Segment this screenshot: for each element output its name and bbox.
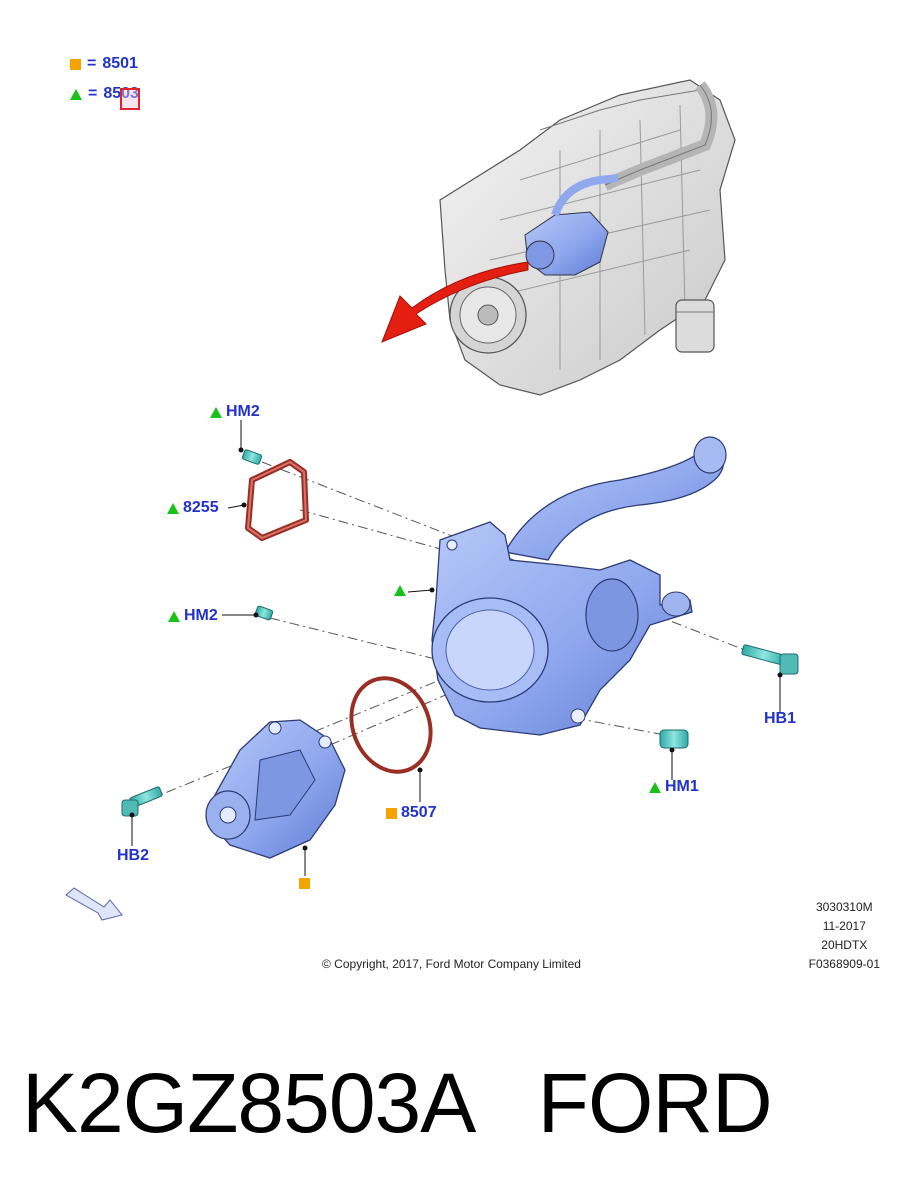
callout-8255: 8255 <box>167 499 219 517</box>
triangle-icon <box>394 585 406 596</box>
brand-name: FORD <box>537 1056 773 1150</box>
highlight-box <box>120 88 140 110</box>
meta-line: 20HDTX <box>821 938 868 952</box>
view-direction-arrow <box>65 887 123 921</box>
meta-line: 3030310M <box>815 900 873 914</box>
callout-label: HM2 <box>184 607 218 624</box>
gasket-8255 <box>245 459 309 541</box>
legend-code: 8501 <box>102 55 138 72</box>
legend-equals: = <box>87 55 97 72</box>
callout-pump <box>299 878 314 889</box>
oring-8507 <box>349 676 433 774</box>
triangle-icon <box>210 406 222 418</box>
square-icon <box>70 58 81 70</box>
callout-label: HM2 <box>226 403 260 420</box>
callout-housing <box>394 585 410 596</box>
triangle-icon <box>168 610 180 622</box>
callout-label: HB2 <box>117 847 150 864</box>
square-icon <box>299 878 310 889</box>
triangle-icon <box>70 88 82 100</box>
sleeve-hm1 <box>659 729 689 749</box>
callout-8507: 8507 <box>386 804 437 822</box>
legend-equals: = <box>88 85 98 102</box>
callout-hm2-top: HM2 <box>210 403 260 421</box>
triangle-icon <box>167 502 179 514</box>
bolt-hb2 <box>121 786 163 817</box>
meta-line: F0368909-01 <box>808 957 880 971</box>
engine-overview <box>439 79 736 396</box>
square-icon <box>386 807 397 819</box>
direction-arrow <box>381 261 529 343</box>
bolt-hm2-mid <box>254 605 274 621</box>
triangle-icon <box>649 781 661 793</box>
callout-label: HM1 <box>665 778 699 795</box>
bolt-hb1 <box>741 644 799 675</box>
copyright: © Copyright, 2017, Ford Motor Company Li… <box>322 957 581 971</box>
thermostat-housing <box>431 436 727 736</box>
exploded-diagram <box>65 79 799 921</box>
leader-lines <box>131 420 781 876</box>
callout-label: HB1 <box>764 710 797 727</box>
part-caption: K2GZ8503A FORD <box>22 1055 773 1152</box>
water-pump <box>205 719 346 859</box>
callout-label: 8255 <box>183 499 219 516</box>
meta-line: 11-2017 <box>822 919 866 933</box>
part-number: K2GZ8503A <box>22 1056 472 1150</box>
bolt-hm2-top <box>241 449 263 465</box>
callout-label: 8507 <box>401 804 437 821</box>
callout-hm1: HM1 <box>649 778 699 796</box>
legend-row-square: = 8501 <box>70 55 138 73</box>
leader-dots <box>129 447 783 851</box>
drawing-meta: 3030310M 11-2017 20HDTX F0368909-01 <box>809 898 880 974</box>
callout-hb1: HB1 <box>764 710 796 728</box>
callout-hm2-mid: HM2 <box>168 607 218 625</box>
callout-hb2: HB2 <box>117 847 149 865</box>
